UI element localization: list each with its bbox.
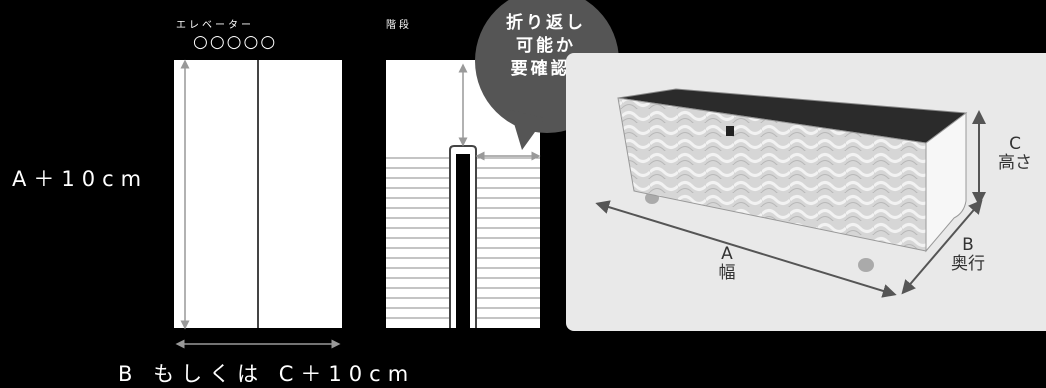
- dim-c-label: C 高さ: [990, 135, 1040, 173]
- dim-b-label: B 奥行: [942, 236, 994, 274]
- dim-a-letter: A: [721, 244, 733, 264]
- stairs-label: 階段: [386, 20, 412, 31]
- turn-note-line-1: 折り返し: [506, 13, 586, 33]
- dim-c-letter: C: [1009, 134, 1021, 154]
- product-illustration: [595, 88, 986, 298]
- turn-note-line-3: 要確認!: [510, 59, 582, 79]
- foot-front: [858, 258, 874, 272]
- dim-c-name: 高さ: [998, 153, 1032, 173]
- turn-note-line-2: 可能か: [516, 36, 576, 56]
- height-rule-label: A＋10cm: [12, 167, 149, 191]
- lock-icon: [726, 126, 734, 136]
- dim-a-name: 幅: [718, 263, 736, 283]
- dim-a-label: A 幅: [712, 245, 742, 283]
- elevator-label: エレベーター: [176, 20, 254, 31]
- elevator-doors: [174, 59, 342, 349]
- width-rule-label: B もしくは C＋10cm: [118, 362, 416, 386]
- turn-note: 折り返し 可能か 要確認!: [476, 12, 616, 81]
- dimension-a-arrow: [595, 200, 897, 298]
- dimension-b-arrow: [901, 199, 983, 295]
- elevator-size-placeholder: ○○○○○: [193, 32, 278, 52]
- dim-b-letter: B: [962, 235, 974, 255]
- dim-b-name: 奥行: [951, 254, 985, 274]
